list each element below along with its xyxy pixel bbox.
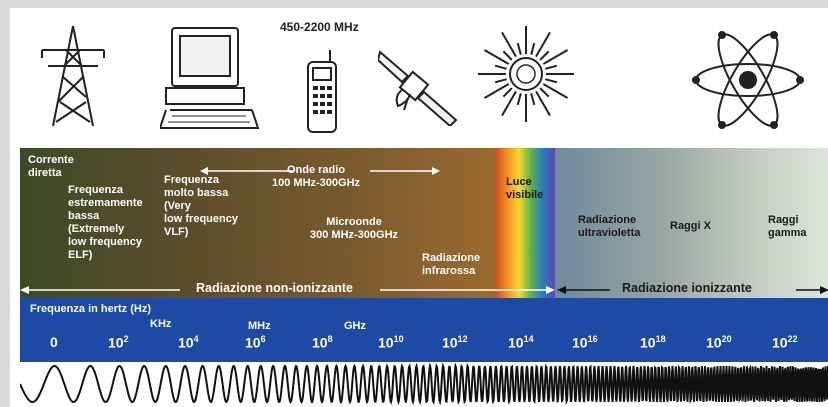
axis-title: Frequenza in hertz (Hz) [30, 303, 152, 315]
phone-frequency-label: 450-2200 MHz [280, 20, 359, 34]
unit-ghz: GHz [344, 320, 366, 332]
radiation-arrows [20, 286, 828, 294]
tick-label: 106 [245, 334, 266, 351]
tick-label: 104 [178, 334, 199, 351]
satellite-icon [378, 50, 458, 126]
frequency-axis: Frequenza in hertz (Hz) KHz MHz GHz 0 10… [20, 298, 828, 362]
tick-label: 1012 [442, 334, 468, 351]
ionizing-region [555, 148, 828, 298]
tick-label: 1014 [508, 334, 534, 351]
visible-light-region [495, 148, 555, 298]
label-radiazione-ionizzante: Radiazione ionizzante [622, 281, 752, 295]
atom-icon [692, 31, 804, 129]
label-radiazione-non-ionizzante: Radiazione non-ionizzante [196, 281, 353, 295]
non-ionizing-region [20, 148, 495, 298]
mobile-phone-icon [307, 50, 337, 133]
frequency-wave [20, 362, 828, 406]
unit-mhz: MHz [248, 320, 271, 332]
unit-khz: KHz [150, 318, 172, 330]
tick-label: 1022 [772, 334, 798, 351]
tick-label: 1016 [572, 334, 598, 351]
power-pylon-icon [41, 25, 105, 127]
onde-radio-arrow [200, 167, 440, 175]
tick-zero: 0 [50, 334, 58, 350]
spectrum-figure: 450-2200 MHz [10, 8, 828, 407]
tick-label: 108 [312, 334, 333, 351]
tick-label: 102 [108, 334, 129, 351]
computer-icon [160, 27, 260, 129]
tick-label: 1020 [706, 334, 732, 351]
tick-label: 1010 [378, 334, 404, 351]
tick-label: 1018 [640, 334, 666, 351]
label-raggi-x: Raggi X [670, 220, 711, 232]
sun-icon [478, 26, 574, 122]
icon-row: 450-2200 MHz [10, 8, 828, 148]
